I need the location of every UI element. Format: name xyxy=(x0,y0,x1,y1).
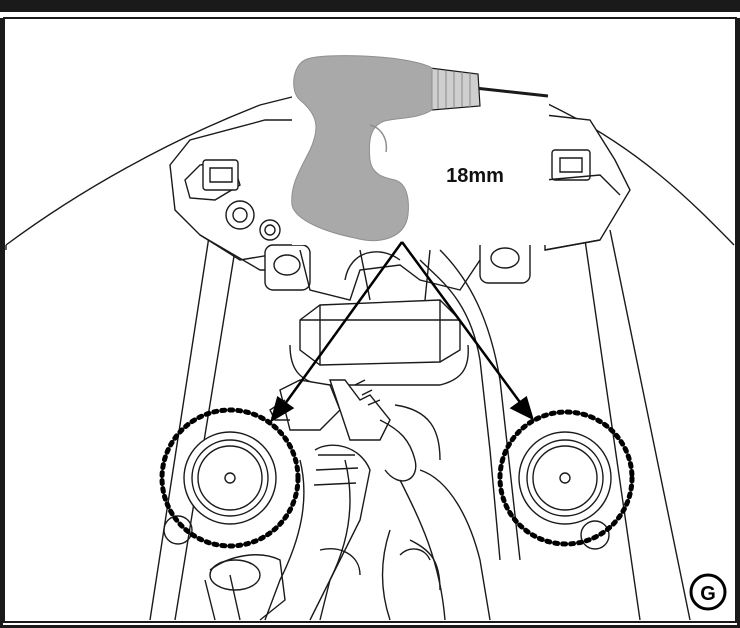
motorcycle-assembly xyxy=(5,94,735,621)
cordless-drill-icon xyxy=(291,55,549,242)
arrow-left-head xyxy=(269,395,295,423)
socket-size-label: 18mm xyxy=(446,165,504,187)
step-letter: G xyxy=(700,583,716,605)
top-bar-gap xyxy=(0,12,740,18)
arrow-right xyxy=(400,241,524,406)
highlight-circle-right xyxy=(497,409,635,547)
arrow-right-head xyxy=(509,395,535,421)
top-bar xyxy=(0,0,740,12)
pointer-arrows xyxy=(269,241,535,423)
step-badge: G xyxy=(689,573,727,611)
arrow-left xyxy=(280,241,404,409)
highlight-circle-left xyxy=(159,407,301,549)
